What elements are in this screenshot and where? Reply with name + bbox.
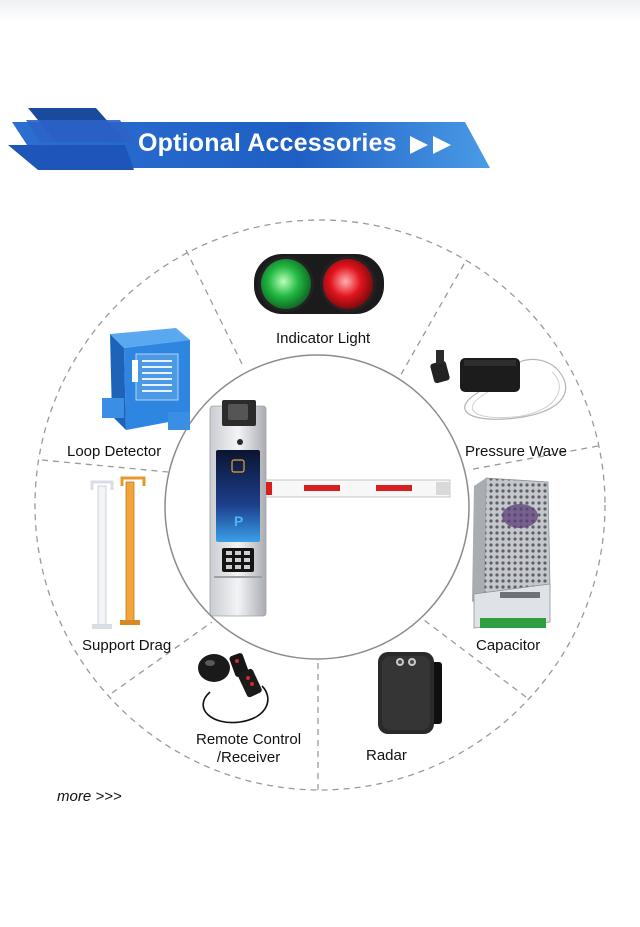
more-link[interactable]: more >>> xyxy=(57,788,122,805)
banner xyxy=(8,108,490,170)
play-arrow-icon xyxy=(410,136,428,154)
remote-control-image xyxy=(198,653,269,724)
barrier-gate-image: P xyxy=(209,400,451,617)
remote-control-label: Remote Control /Receiver xyxy=(196,731,301,767)
loop-detector-image xyxy=(102,328,190,430)
radar-image xyxy=(378,652,442,734)
svg-text:P: P xyxy=(234,513,243,529)
remote-control-label-line2: /Receiver xyxy=(216,749,281,766)
loop-detector-label: Loop Detector xyxy=(67,443,162,460)
top-fade xyxy=(0,0,640,22)
capacitor-label: Capacitor xyxy=(476,637,541,654)
support-drag-image xyxy=(90,476,146,629)
support-drag-label: Support Drag xyxy=(82,637,172,654)
remote-control-label-line1: Remote Control xyxy=(196,731,302,748)
indicator-light-label: Indicator Light xyxy=(276,330,371,347)
indicator-light-image xyxy=(254,254,384,314)
radar-label: Radar xyxy=(366,747,407,764)
pressure-wave-image xyxy=(430,350,567,420)
pressure-wave-label: Pressure Wave xyxy=(465,443,567,460)
capacitor-image xyxy=(472,477,551,629)
play-arrow-icon xyxy=(433,136,451,154)
banner-title: Optional Accessories xyxy=(138,129,397,157)
